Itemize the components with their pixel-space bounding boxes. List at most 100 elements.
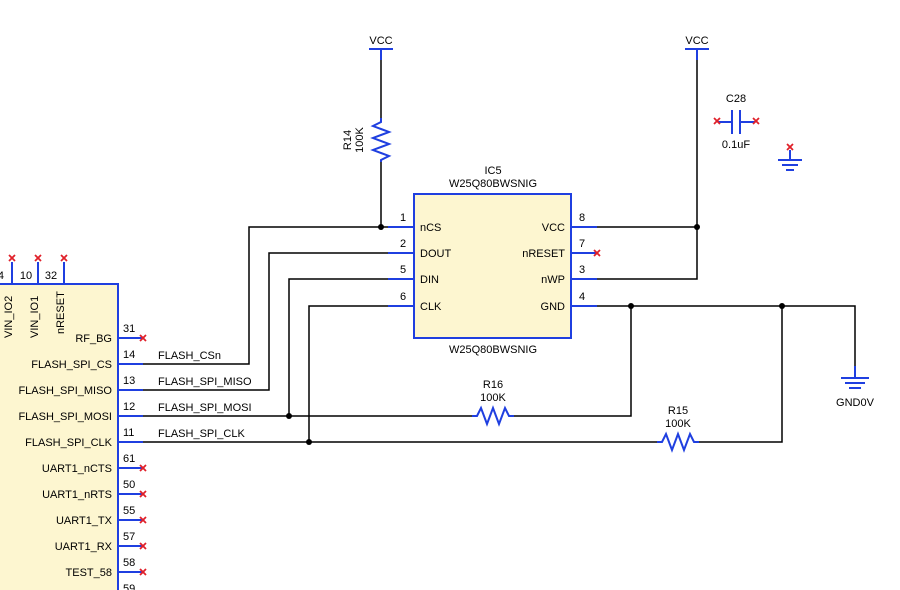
pin-name: nRESET	[522, 248, 565, 260]
pin-number: 4	[0, 270, 4, 282]
pin-name: UART1_nRTS	[42, 489, 112, 501]
pin-number: 2	[400, 238, 406, 250]
module-right-pin: 31 RF_BG	[75, 323, 143, 345]
wire-flash-cs	[143, 226, 388, 365]
junction-dots	[286, 224, 785, 445]
capacitor-c28: C28 0.1uF	[713, 93, 760, 151]
wire-r16-right	[514, 306, 632, 417]
pin-number: 57	[123, 531, 135, 543]
r15-value: 100K	[665, 418, 691, 430]
pin-name: FLASH_SPI_CLK	[25, 437, 112, 449]
pin-name: FLASH_SPI_MISO	[18, 385, 112, 397]
vcc-label: VCC	[369, 35, 392, 47]
ic5-symbol: IC5 W25Q80BWSNIG W25Q80BWSNIG 1 nCS 2 DO…	[388, 165, 601, 356]
no-connect-marker	[8, 254, 68, 262]
pin-number: 5	[400, 264, 406, 276]
resistor-r16: R16 100K	[472, 379, 514, 427]
pin-number: 31	[123, 323, 135, 335]
pin-name: UART1_RX	[55, 541, 113, 553]
pin-number: 6	[400, 291, 406, 303]
pin-number: 59	[123, 583, 135, 590]
module-right-pin: 57 UART1_RX	[55, 531, 143, 553]
pin-name: RF_BG	[75, 333, 112, 345]
pin-number: 1	[400, 212, 406, 224]
r15-ref: R15	[668, 405, 688, 417]
pin-number: 13	[123, 375, 135, 387]
net-label-miso: FLASH_SPI_MISO	[158, 376, 252, 388]
junction-dot	[628, 303, 634, 309]
junction-dot	[306, 439, 312, 445]
module-right-pin: 12 FLASH_SPI_MOSI	[18, 401, 143, 423]
ic5-right-pin: 3 nWP	[541, 264, 597, 286]
ic5-left-pin: 1 nCS	[388, 212, 441, 234]
pin-number: 14	[123, 349, 135, 361]
net-label-clk: FLASH_SPI_CLK	[158, 428, 245, 440]
pin-name: nCS	[420, 222, 441, 234]
r16-value: 100K	[480, 392, 506, 404]
wire-flash-mosi	[143, 278, 388, 417]
module-symbol: 4 VIN_IO2 10 VIN_IO1 32 nRESET 31 RF_BG …	[0, 254, 147, 590]
ic5-left-pin: 5 DIN	[388, 264, 439, 286]
resistor-r15: R15 100K	[657, 405, 699, 453]
pin-name: FLASH_SPI_MOSI	[18, 411, 112, 423]
vcc-label: VCC	[685, 35, 708, 47]
pin-number: 4	[579, 291, 585, 303]
pin-name: UART1_nCTS	[42, 463, 112, 475]
pin-number: 10	[20, 270, 32, 282]
ic5-body	[413, 193, 572, 339]
c28-ref: C28	[726, 93, 746, 105]
pin-number: 32	[45, 270, 57, 282]
r16-ref: R16	[483, 379, 503, 391]
module-top-pin: 32 nRESET	[45, 262, 67, 334]
junction-dot	[286, 413, 292, 419]
module-right-pin: 13 FLASH_SPI_MISO	[18, 375, 143, 397]
pin-number: 7	[579, 238, 585, 250]
module-right-pin: 59	[123, 583, 135, 590]
ic5-part-number-bottom: W25Q80BWSNIG	[449, 344, 537, 356]
module-right-pin: 14 FLASH_SPI_CS	[31, 349, 143, 371]
pin-name: nRESET	[55, 291, 67, 334]
net-labels: FLASH_CSn FLASH_SPI_MISO FLASH_SPI_MOSI …	[158, 350, 252, 440]
net-label-mosi: FLASH_SPI_MOSI	[158, 402, 252, 414]
pin-name: UART1_TX	[56, 515, 113, 527]
wire-flash-clk	[143, 305, 388, 443]
resistor-r14: R14 100K	[342, 118, 392, 162]
vcc-symbol-left: VCC	[369, 35, 393, 60]
wire-gnd	[597, 305, 856, 378]
pin-name: VIN_IO2	[3, 296, 15, 338]
pin-name: FLASH_SPI_CS	[31, 359, 112, 371]
c28-value: 0.1uF	[722, 139, 750, 151]
r14-ref: R14	[342, 130, 354, 150]
ic5-left-pin: 2 DOUT	[388, 238, 451, 260]
pin-number: 8	[579, 212, 585, 224]
net-label-cs: FLASH_CSn	[158, 350, 221, 362]
wires	[143, 60, 856, 443]
pin-number: 58	[123, 557, 135, 569]
pin-number: 61	[123, 453, 135, 465]
pin-name: VCC	[542, 222, 565, 234]
module-top-pin: 10 VIN_IO1	[20, 262, 41, 338]
pin-number: 11	[123, 427, 134, 439]
gnd-symbol-unconnected	[778, 143, 802, 171]
module-right-pin: 55 UART1_TX	[56, 505, 143, 527]
pin-name: TEST_58	[66, 567, 112, 579]
pin-name: GND	[541, 301, 566, 313]
gnd-label: GND0V	[836, 397, 875, 409]
wire-flash-miso	[143, 252, 388, 391]
junction-dot	[378, 224, 384, 230]
pin-name: DOUT	[420, 248, 451, 260]
wire-vcc-right	[597, 60, 698, 280]
ic5-left-pin: 6 CLK	[388, 291, 442, 313]
pin-number: 12	[123, 401, 135, 413]
pin-number: 55	[123, 505, 135, 517]
module-top-pin: 4 VIN_IO2	[0, 262, 15, 338]
junction-dot	[694, 224, 700, 230]
ic5-refdes: IC5	[484, 165, 501, 177]
pin-name: DIN	[420, 274, 439, 286]
module-right-pin: 11 FLASH_SPI_CLK	[25, 427, 143, 449]
ic5-right-pin: 7 nRESET	[522, 238, 597, 260]
wire-r15-right	[699, 306, 783, 443]
pin-number: 3	[579, 264, 585, 276]
vcc-symbol-right: VCC	[685, 35, 709, 60]
